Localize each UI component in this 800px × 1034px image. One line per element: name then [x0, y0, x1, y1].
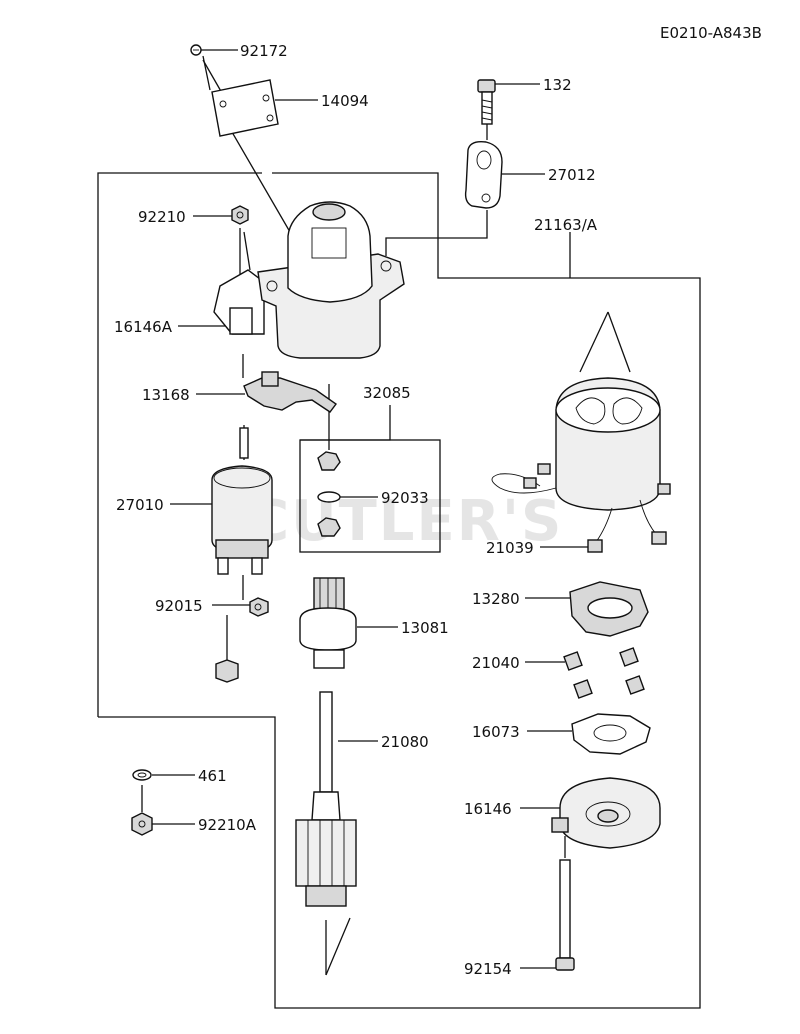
label-92033: 92033	[381, 489, 429, 507]
part-16146A-front-housing	[213, 201, 405, 359]
label-16146: 16146	[464, 800, 512, 818]
label-13280: 13280	[472, 590, 520, 608]
label-92210A: 92210A	[198, 816, 257, 834]
part-21080-armature	[295, 691, 357, 907]
part-92033-washer-set	[317, 451, 341, 537]
part-132-bolt	[477, 79, 496, 125]
part-92154-through-bolt	[555, 859, 575, 971]
part-13081-pinion	[299, 577, 357, 669]
part-16073-plate	[571, 713, 651, 755]
label-16146A: 16146A	[114, 318, 173, 336]
diagram-code: E0210-A843B	[660, 24, 762, 42]
label-13081: 13081	[401, 619, 449, 637]
label-14094: 14094	[321, 92, 369, 110]
label-21040: 21040	[472, 654, 520, 672]
label-27010: 27010	[116, 496, 164, 514]
part-21039-brush-leads	[491, 463, 671, 553]
label-13168: 13168	[142, 386, 190, 404]
part-labels: 92172 14094 132 27012 92210 21163/A 1614…	[114, 42, 598, 978]
label-461: 461	[198, 767, 227, 785]
label-21163A: 21163/A	[534, 216, 598, 234]
label-92172: 92172	[240, 42, 288, 60]
label-92015: 92015	[155, 597, 203, 615]
label-16073: 16073	[472, 723, 520, 741]
part-14094-plate	[211, 79, 279, 137]
label-27012: 27012	[548, 166, 596, 184]
part-27012-bracket	[464, 140, 503, 209]
label-92210: 92210	[138, 208, 186, 226]
part-21163A-yoke	[555, 377, 661, 511]
label-132: 132	[543, 76, 572, 94]
label-21039: 21039	[486, 539, 534, 557]
part-92172-screw	[190, 44, 202, 56]
part-13168-lever	[243, 371, 337, 413]
part-16146-rear-cover	[551, 777, 661, 849]
label-92154: 92154	[464, 960, 512, 978]
part-92210-nut	[231, 205, 249, 225]
part-92015-nut	[215, 597, 269, 683]
part-461-washer	[132, 769, 152, 781]
part-27010-solenoid	[211, 427, 273, 575]
part-21040-springs	[563, 647, 645, 699]
part-13280-brush-holder	[569, 581, 649, 637]
part-92210A-nut	[131, 812, 153, 836]
label-32085: 32085	[363, 384, 411, 402]
assembly-outline	[97, 172, 701, 1009]
label-21080: 21080	[381, 733, 429, 751]
part-32085-kit	[299, 439, 441, 553]
